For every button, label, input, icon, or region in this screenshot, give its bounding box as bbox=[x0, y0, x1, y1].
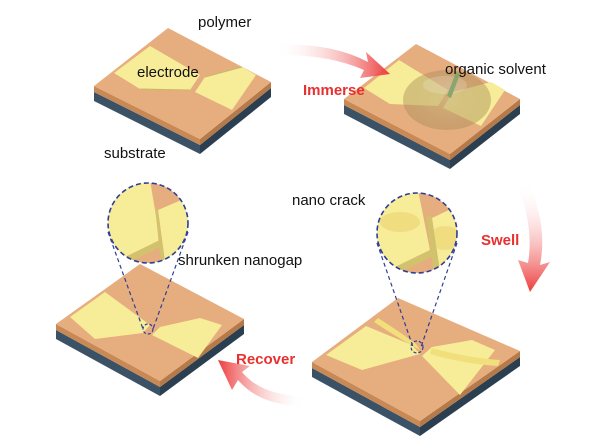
tile-immersed bbox=[344, 44, 520, 169]
swollen-ridge bbox=[430, 348, 500, 366]
polymer-label: polymer bbox=[198, 14, 252, 31]
electrode-right bbox=[152, 318, 222, 358]
polymer-side-front bbox=[344, 99, 450, 160]
substrate-side-right bbox=[160, 325, 244, 396]
tile-initial bbox=[94, 28, 271, 154]
electrode-left bbox=[114, 46, 200, 90]
substrate-side-front bbox=[344, 105, 450, 169]
polymer-side-front bbox=[56, 324, 160, 387]
polymer-side-right bbox=[420, 351, 520, 427]
polymer-side-right bbox=[450, 99, 520, 160]
polymer-side-right bbox=[200, 82, 271, 145]
polymer-side-front bbox=[312, 362, 420, 427]
zoom-inset-nanogap bbox=[107, 182, 189, 330]
substrate-side-right bbox=[450, 105, 520, 169]
tile-recovered bbox=[56, 264, 244, 396]
step-immerse-label: Immerse bbox=[303, 82, 365, 99]
polymer-side-front bbox=[94, 86, 200, 145]
step-recover-label: Recover bbox=[236, 351, 296, 368]
substrate-side-front bbox=[94, 92, 200, 154]
electrode-label: electrode bbox=[137, 64, 199, 81]
substrate-side-right bbox=[420, 357, 520, 436]
substrate-side-right bbox=[200, 88, 271, 154]
electrode-left bbox=[326, 326, 420, 370]
organic-solvent-label: organic solvent bbox=[445, 61, 546, 78]
tile-swollen bbox=[312, 298, 520, 436]
swollen-ridge bbox=[374, 318, 420, 350]
polymer-side-right bbox=[160, 319, 244, 387]
solvent-droplet bbox=[403, 70, 491, 130]
arrow-swell bbox=[518, 182, 550, 292]
step-swell-label: Swell bbox=[481, 232, 520, 249]
electrode-right bbox=[195, 67, 256, 110]
pipette-icon bbox=[447, 72, 460, 98]
arrow-immerse bbox=[275, 44, 390, 78]
shrunken-nanogap-label: shrunken nanogap bbox=[178, 252, 303, 269]
substrate-side-front bbox=[56, 330, 160, 396]
electrode-left bbox=[70, 292, 150, 339]
substrate-label: substrate bbox=[104, 145, 166, 162]
zoom-inset-nanocrack bbox=[376, 192, 458, 348]
nano-crack-label: nano crack bbox=[292, 192, 366, 209]
arrow-recover bbox=[218, 360, 305, 406]
substrate-side-front bbox=[312, 368, 420, 436]
